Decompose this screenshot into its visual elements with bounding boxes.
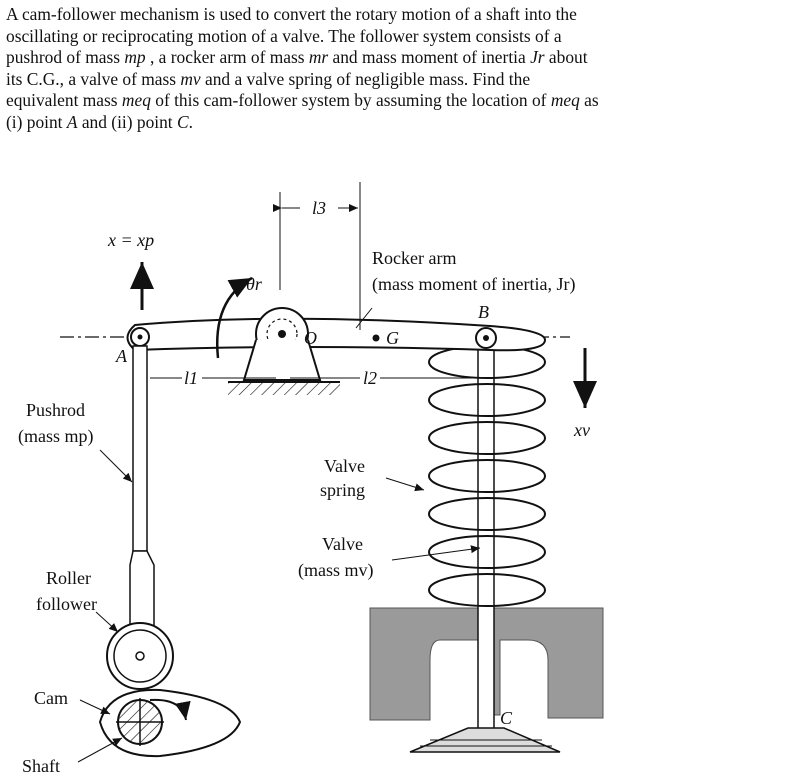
problem-line-5: equivalent mass meq of this cam-follower… bbox=[6, 90, 599, 110]
valve-label-2: (mass mv) bbox=[298, 560, 374, 581]
xv-label: xv bbox=[573, 420, 590, 440]
rocker-arm bbox=[126, 317, 547, 352]
cam bbox=[98, 688, 242, 758]
problem-line-2: oscillating or reciprocating motion of a… bbox=[6, 25, 562, 46]
l1-label: l1 bbox=[184, 368, 198, 388]
valve-spring-label-1: Valve bbox=[324, 456, 365, 476]
pivot-support bbox=[228, 307, 340, 395]
problem-line-3: pushrod of mass mp , a rocker arm of mas… bbox=[6, 47, 588, 67]
l2-label: l2 bbox=[363, 368, 377, 388]
pushrod-sublabel: (mass mp) bbox=[18, 426, 94, 447]
valve-spring-label-2: spring bbox=[320, 480, 365, 500]
point-C-label: C bbox=[500, 708, 513, 728]
pushrod-label: Pushrod bbox=[26, 400, 85, 420]
point-B-label: B bbox=[478, 302, 489, 322]
x-xp-label: x = xp bbox=[107, 230, 154, 250]
roller-label-2: follower bbox=[36, 594, 97, 614]
point-G-label: G bbox=[386, 328, 399, 348]
roller-follower bbox=[106, 622, 174, 690]
point-A-label: A bbox=[115, 346, 128, 366]
valve-label-1: Valve bbox=[322, 534, 363, 554]
problem-line-4: its C.G., a valve of mass mv and a valve… bbox=[6, 68, 531, 89]
problem-statement: A cam-follower mechanism is used to conv… bbox=[6, 4, 782, 133]
problem-line-6: (i) point A and (ii) point C. bbox=[6, 111, 193, 132]
shaft-label: Shaft bbox=[22, 756, 60, 776]
pushrod bbox=[132, 345, 148, 552]
cam-label: Cam bbox=[34, 688, 68, 708]
cg-point-G bbox=[372, 334, 380, 342]
rocker-arm-label: Rocker arm bbox=[372, 248, 456, 268]
valve-stem bbox=[477, 339, 495, 731]
theta-r-label: θr bbox=[246, 274, 263, 294]
l3-label: l3 bbox=[312, 198, 326, 218]
rocker-arm-sublabel: (mass moment of inertia, Jr) bbox=[372, 274, 575, 295]
rotation-arrow bbox=[216, 276, 253, 359]
point-O-label: O bbox=[304, 328, 317, 348]
problem-line-1: A cam-follower mechanism is used to conv… bbox=[6, 4, 577, 24]
roller-label-1: Roller bbox=[46, 568, 91, 588]
